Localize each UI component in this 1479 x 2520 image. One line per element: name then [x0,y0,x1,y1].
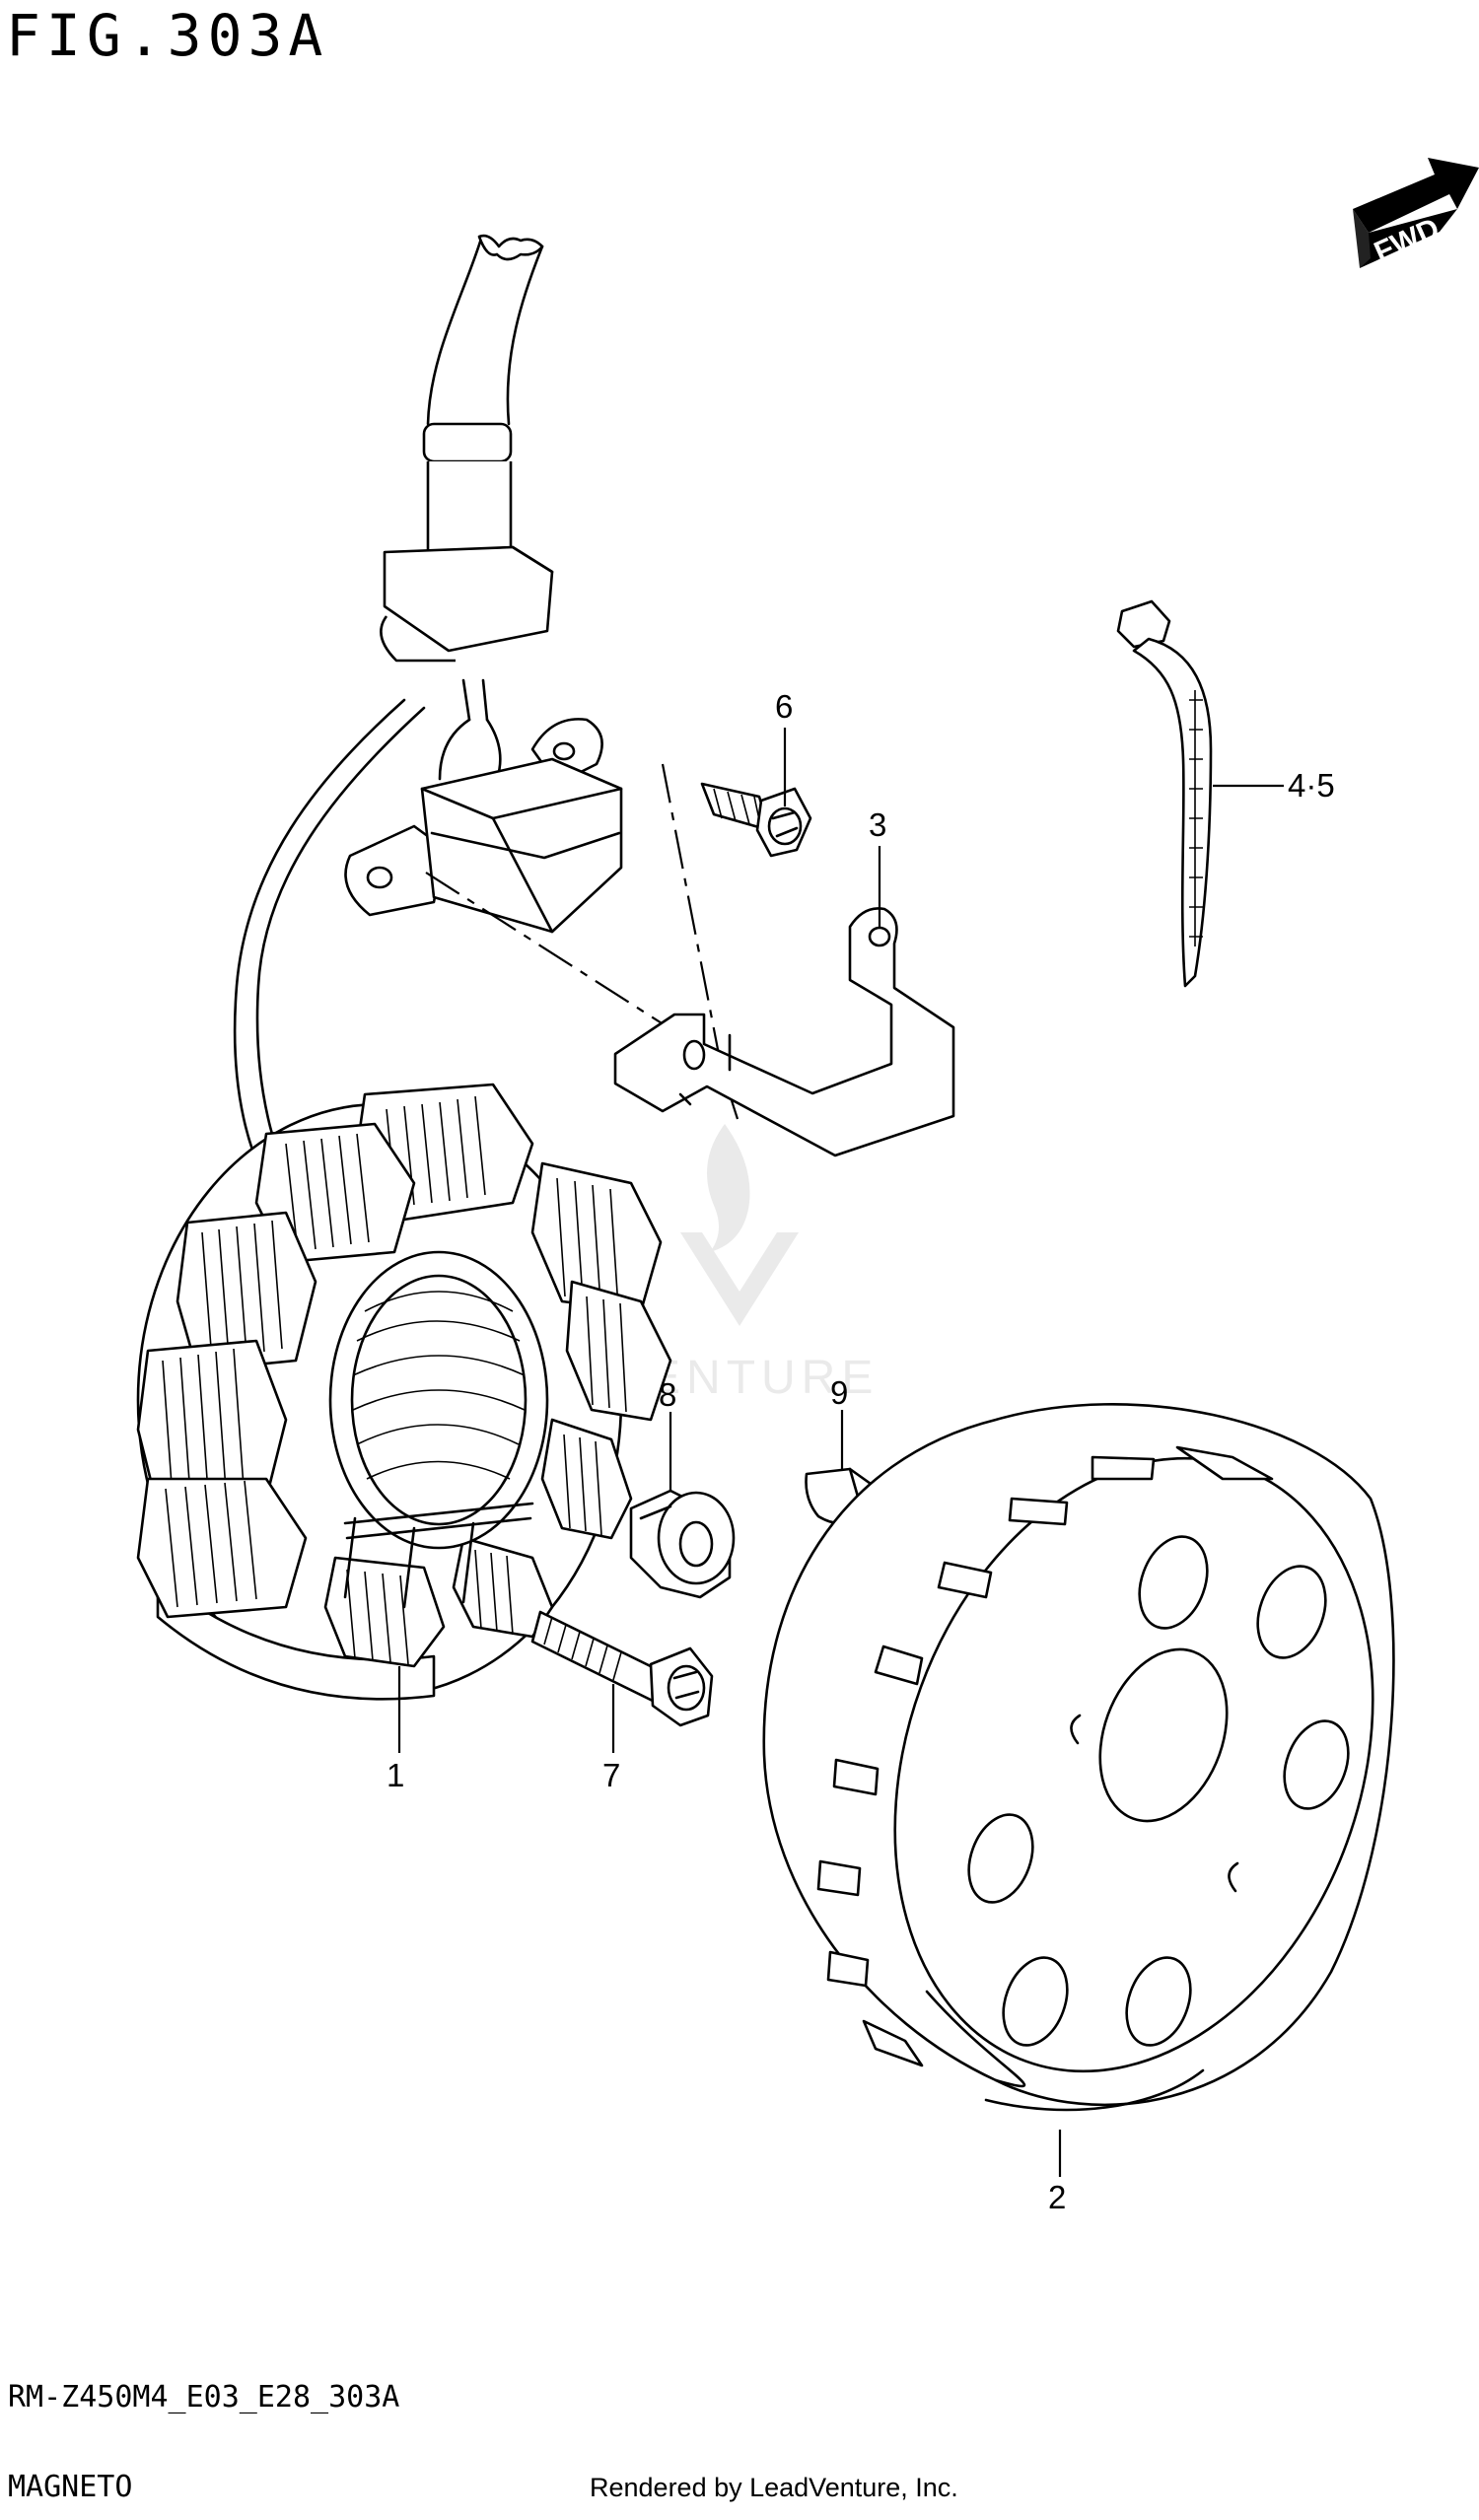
render-credit: Rendered by LeadVenture, Inc. [590,2473,958,2502]
callout-8: 8 [659,1376,677,1413]
model-code: RM-Z450M4_E03_E28_303A [8,2380,400,2415]
rotor-hub [1098,1647,1229,1823]
figure-title: FIG.303A [6,2,329,69]
cable-tie-part-4-5 [1116,599,1213,988]
section-name: MAGNETO [8,2470,133,2504]
callout-6: 6 [775,688,794,725]
stator-center-bore [328,1250,549,1550]
bolt-part-6 [700,782,812,858]
pickup-coil [344,718,623,934]
callout-9: 9 [830,1374,849,1411]
stator-coils [136,1083,672,1668]
callout-3: 3 [869,806,887,843]
callout-1: 1 [387,1757,405,1793]
bracket-part-3 [613,907,955,1157]
rotor-part-2 [762,1403,1395,2112]
callout-4-5: 4·5 [1288,767,1335,804]
alignment-line-a [425,872,681,1036]
rotor-holes [967,1535,1350,2047]
fwd-direction-arrow: FWD [1353,158,1479,269]
stator-part-1 [136,1083,672,1701]
stator-wire-harness [233,234,554,1215]
bolt-part-7 [530,1610,714,1727]
alignment-line-b [661,763,740,1120]
callout-7: 7 [602,1757,621,1793]
leader-lines [397,728,1284,2177]
rotor-magnets [816,1445,1274,2067]
collar-part-8 [629,1489,736,1599]
callout-2: 2 [1048,2179,1067,2215]
